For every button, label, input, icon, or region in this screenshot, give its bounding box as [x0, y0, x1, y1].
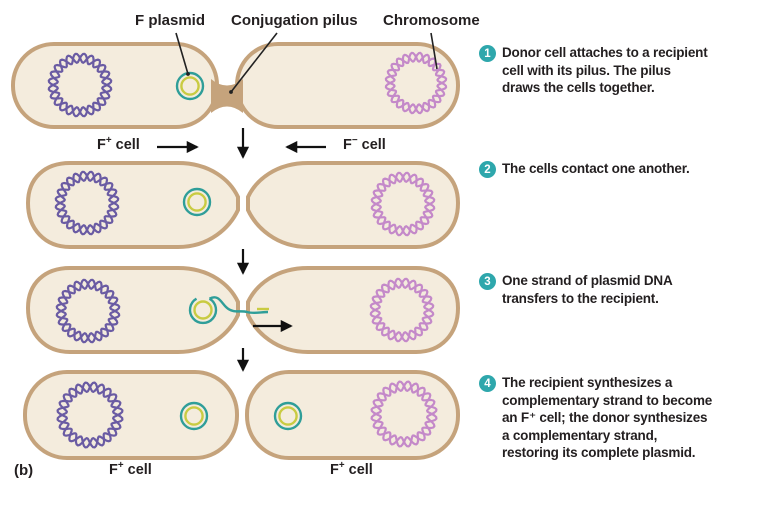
- step-3: 3 One strand of plasmid DNA transfers to…: [479, 272, 766, 307]
- label-base: F: [330, 462, 339, 478]
- step-2-badge: 2: [479, 161, 496, 178]
- step-2-text: The cells contact one another.: [502, 161, 690, 176]
- f-plasmid-leader-line: [175, 32, 189, 75]
- chromosome-donor-1: [47, 52, 113, 118]
- f-plus-cell-label-bottom-left: F+ cell: [109, 460, 152, 478]
- conjugation-pilus-label: Conjugation pilus: [231, 12, 358, 29]
- f-plasmid-step1: [175, 71, 205, 101]
- panel-label: (b): [14, 462, 34, 479]
- f-plasmid-leader-dot: [186, 72, 190, 76]
- step-2: 2 The cells contact one another.: [479, 160, 766, 178]
- label-superscript: −: [351, 135, 358, 147]
- recipient-cell-step3: [246, 266, 461, 354]
- f-plasmid-label: F plasmid: [135, 12, 206, 29]
- donor-cell-step2: [25, 161, 240, 249]
- f-plus-cell-label-bottom-right: F+ cell: [330, 460, 373, 478]
- f-plasmid-step4-donor: [179, 401, 209, 431]
- label-base: F: [109, 462, 118, 478]
- step-4: 4 The recipient synthesizes a complement…: [479, 374, 766, 462]
- label-base: F: [343, 137, 352, 153]
- label-rest: cell: [123, 462, 152, 478]
- label-superscript: +: [338, 460, 345, 472]
- chromosome-recipient-2: [370, 171, 436, 237]
- label-rest: cell: [357, 137, 386, 153]
- f-plasmid-transferring: [188, 296, 269, 325]
- chromosome-label: Chromosome: [383, 12, 480, 29]
- step-1-text: Donor cell attaches to a recipient cell …: [502, 45, 708, 95]
- recipient-cell-step4: [245, 370, 460, 460]
- chromosome-donor-4: [56, 381, 124, 449]
- chromosome-recipient-1: [384, 51, 448, 115]
- f-minus-cell-label-top: F− cell: [343, 135, 386, 153]
- f-plus-cell-label-top: F+ cell: [97, 135, 140, 153]
- step-1: 1 Donor cell attaches to a recipient cel…: [479, 44, 766, 97]
- f-plasmid-step4-recipient: [273, 401, 303, 431]
- step-4-text: The recipient synthesizes a complementar…: [502, 375, 713, 460]
- chromosome-recipient-4: [370, 380, 438, 448]
- step-1-badge: 1: [479, 45, 496, 62]
- label-base: F: [97, 137, 106, 153]
- step-4-badge: 4: [479, 375, 496, 392]
- label-rest: cell: [111, 137, 140, 153]
- chromosome-donor-2: [54, 170, 120, 236]
- chromosome-recipient-3: [369, 277, 435, 343]
- donor-cell-step1: [11, 42, 219, 129]
- step-3-badge: 3: [479, 273, 496, 290]
- donor-cell-step4: [23, 370, 239, 460]
- pilus-leader-line: [230, 32, 278, 93]
- f-plasmid-step2: [182, 187, 212, 217]
- chromosome-donor-3: [55, 278, 121, 344]
- step-3-text: One strand of plasmid DNA transfers to t…: [502, 273, 673, 306]
- label-rest: cell: [344, 462, 373, 478]
- label-superscript: +: [117, 460, 124, 472]
- label-superscript: +: [105, 135, 112, 147]
- conjugation-pilus-shape: [211, 79, 243, 113]
- pilus-leader-dot: [229, 90, 233, 94]
- chromosome-leader-line: [430, 32, 438, 70]
